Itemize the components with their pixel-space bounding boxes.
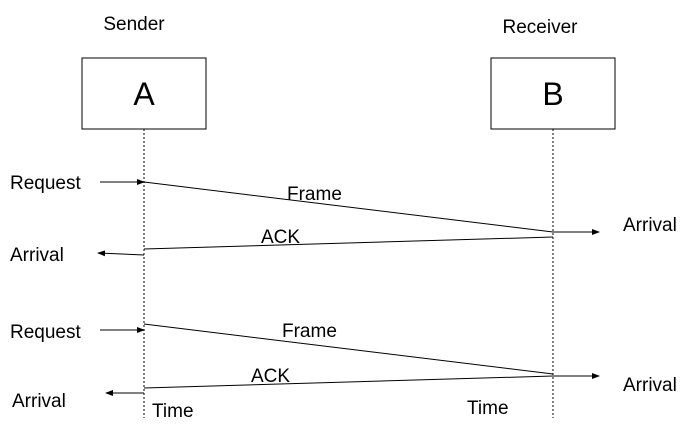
frame-label: Frame	[282, 321, 337, 342]
frame-arrow	[143, 323, 554, 375]
receiver-box: B	[490, 57, 616, 130]
exchange-1: Request Frame Arrival ACK Arrival	[10, 173, 677, 266]
frame-arrow	[143, 181, 554, 233]
sender-time-label: Time	[152, 401, 194, 422]
sender-name: A	[133, 76, 155, 112]
ack-label: ACK	[251, 366, 290, 387]
sender-role-label: Sender	[103, 14, 165, 35]
ack-label: ACK	[261, 227, 300, 248]
sender-arrival-label: Arrival	[12, 391, 66, 412]
receiver-name: B	[542, 76, 563, 112]
request-label: Request	[10, 173, 81, 194]
receiver-arrival-label: Arrival	[623, 215, 677, 236]
request-label: Request	[10, 322, 81, 343]
ack-arrow	[143, 375, 554, 389]
ack-arrow	[143, 236, 554, 250]
frame-label: Frame	[287, 184, 342, 205]
sender-box: A	[81, 57, 207, 130]
receiver-role-label: Receiver	[503, 17, 579, 38]
receiver-time-label: Time	[467, 398, 509, 419]
sender-arrival-label: Arrival	[10, 245, 64, 266]
sender-arrival-arrow	[97, 250, 145, 257]
exchange-2: Request Frame Arrival ACK Arrival	[10, 321, 677, 412]
receiver-arrival-label: Arrival	[623, 375, 677, 396]
